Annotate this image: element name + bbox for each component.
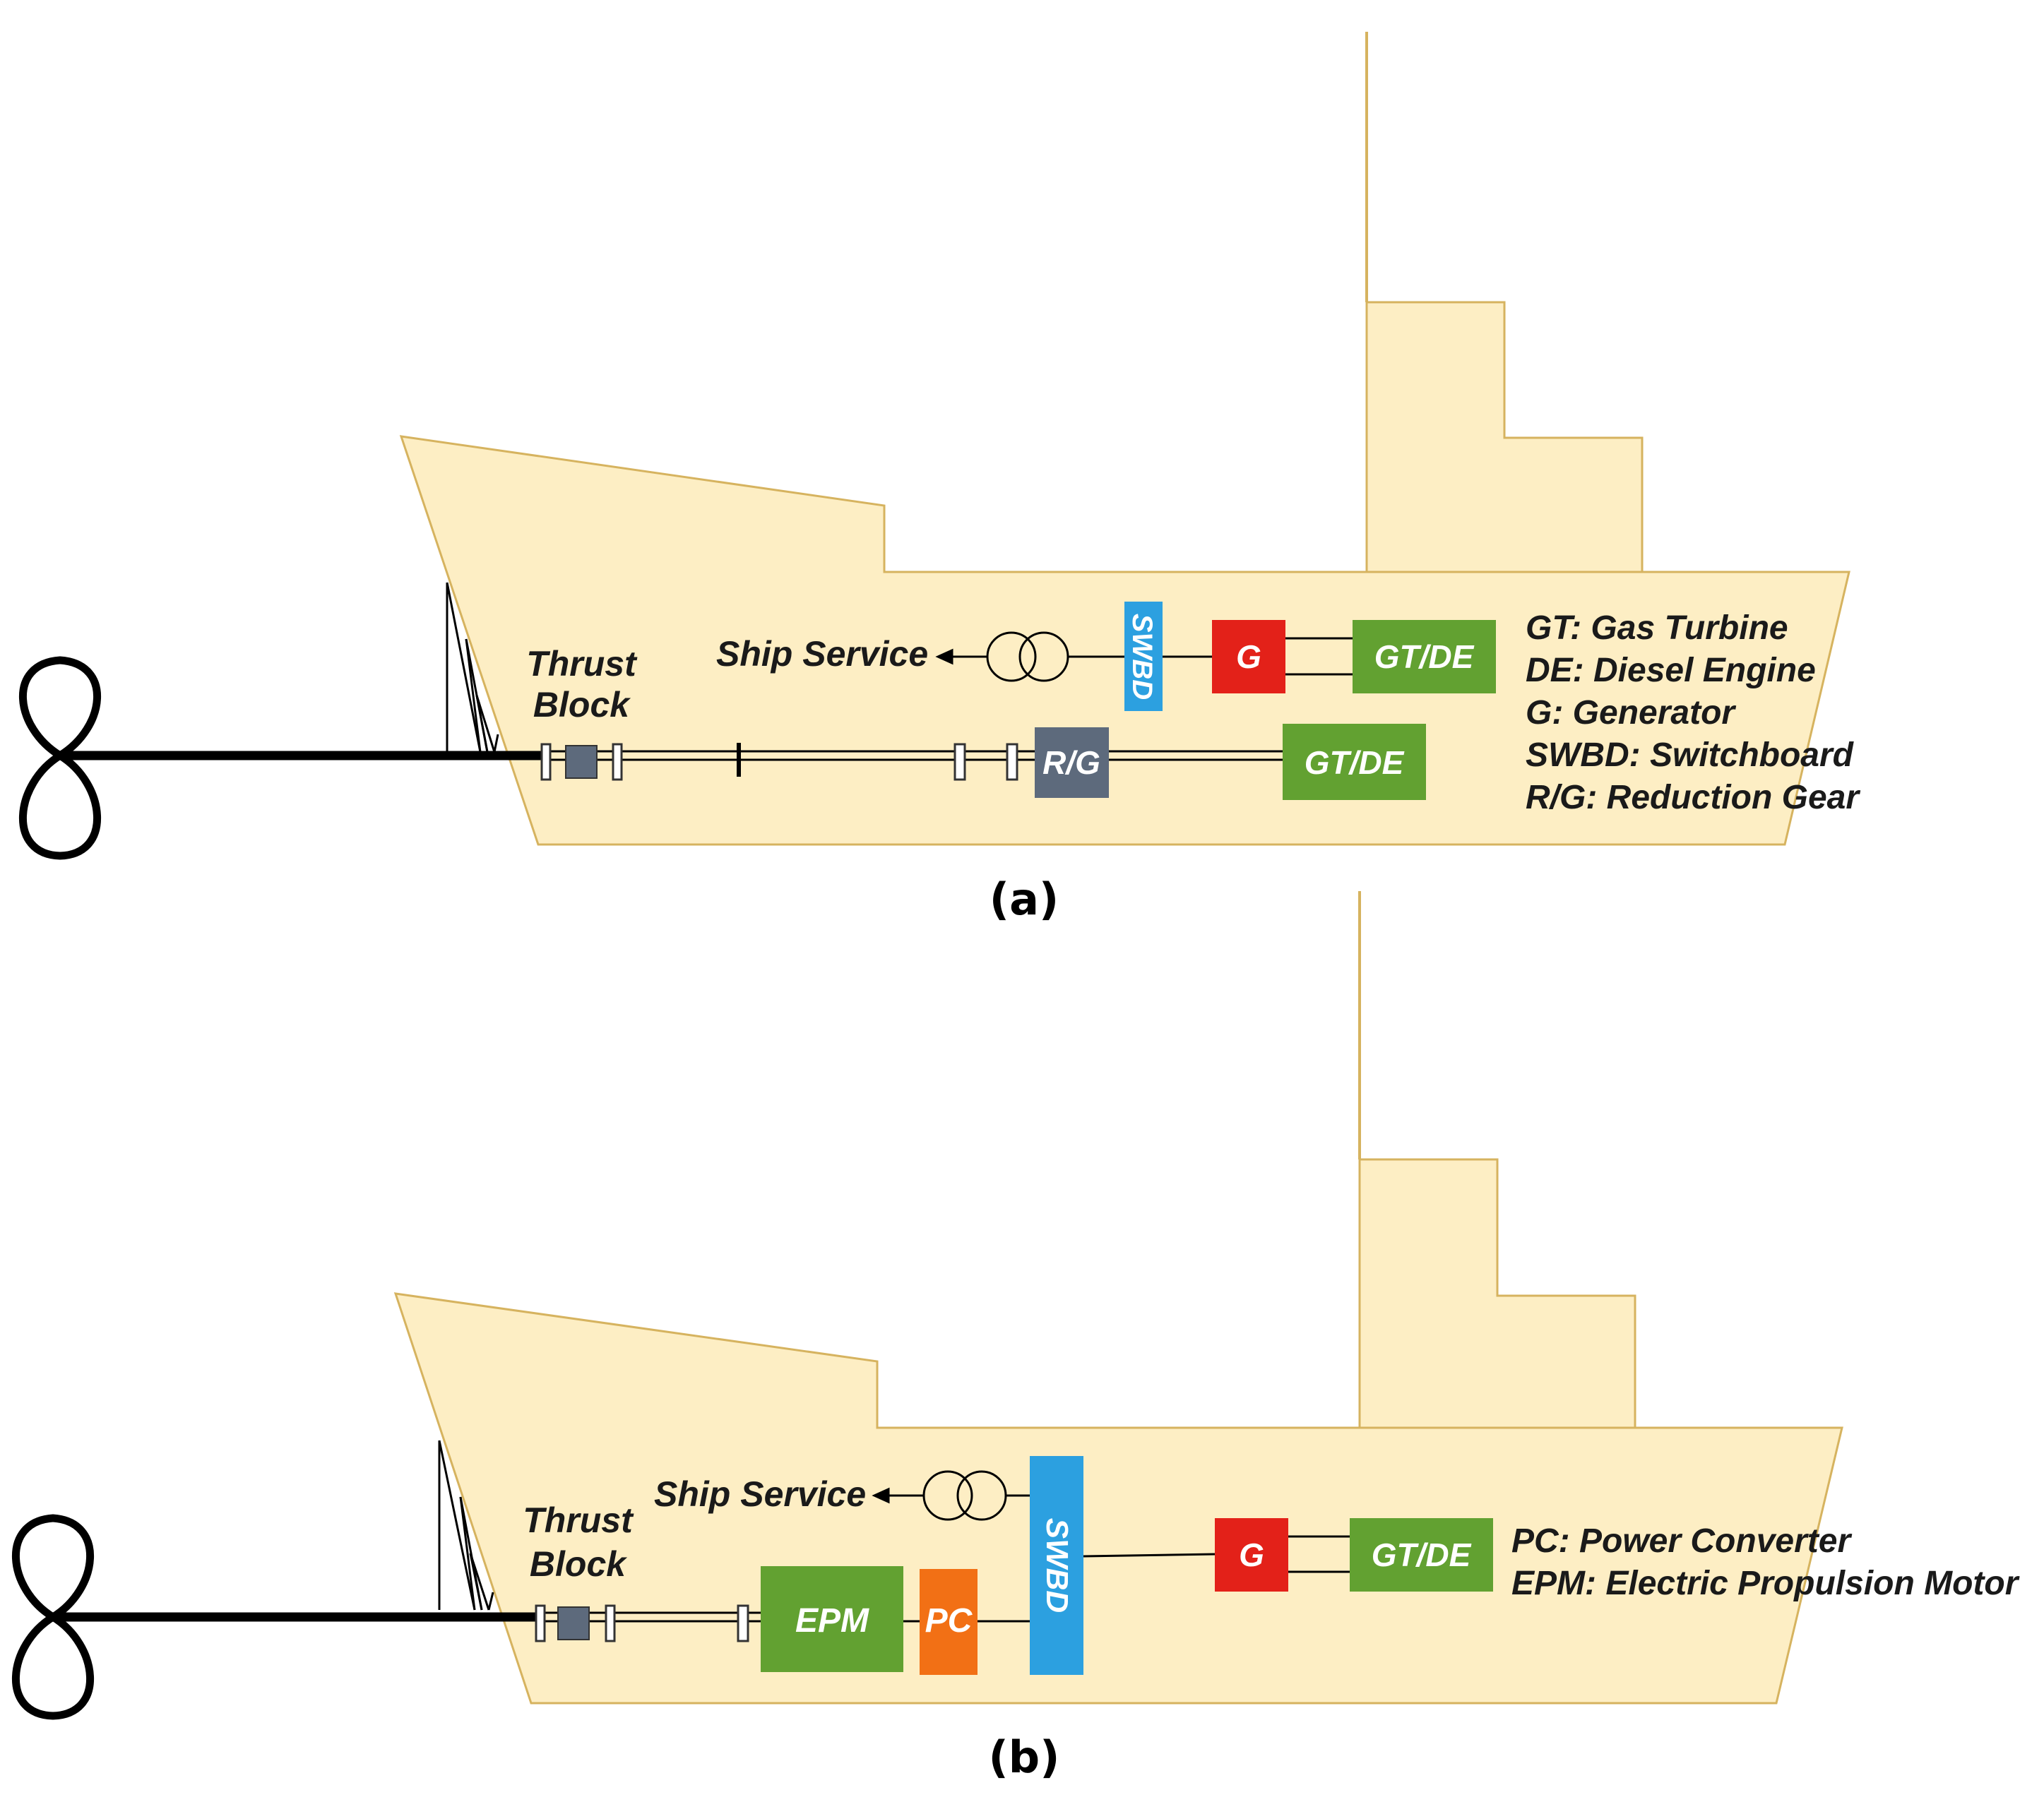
pc-label-b: PC [925,1602,973,1640]
shaft-gen-gtde-a [1285,637,1353,676]
ship-hull-b [393,1292,1843,1705]
thrust-block-a [565,745,598,779]
ship-service-arrow-b [872,1487,924,1504]
superstructure-a [1365,301,1644,573]
reduction-gear-label-a: R/G [1042,744,1100,781]
generator-label-b: G [1239,1536,1264,1573]
legend-a: GT: Gas Turbine DE: Diesel Engine G: Gen… [1526,609,1860,816]
shaft-gen-gtde-b [1288,1535,1350,1573]
bearing-b-1 [535,1604,546,1642]
legend-b-item-1: EPM: Electric Propulsion Motor [1511,1565,2020,1602]
gt-de-bottom-label-a: GT/DE [1305,744,1405,781]
superstructure-b [1358,1158,1636,1429]
legend-a-item-1: DE: Diesel Engine [1526,652,1816,689]
generator-label-a: G [1236,638,1261,675]
thrust-block-label-a-line1: Thrust [526,644,638,684]
generator-box-b [1215,1518,1288,1592]
line-shaft-a [544,750,1285,761]
stern-rudder-a [446,582,499,753]
bearing-a-1 [540,743,552,781]
generator-box-a [1212,620,1285,693]
bearing-b-2 [605,1604,616,1642]
ship-service-arrow-a [935,648,987,665]
transformer-coil-b-1 [922,1470,973,1521]
legend-a-item-2: G: Generator [1526,694,1736,732]
gt-de-top-box-a [1353,620,1496,693]
caption-a: (a) [990,873,1059,925]
switchboard-label-a: SWBD [1127,614,1158,700]
thrust-block-b [557,1606,590,1640]
epm-box-b [761,1566,903,1672]
diagram-b: EPM PC SWBD Ship Service G GT/DE Thrust … [12,891,2020,1783]
gt-de-label-b: GT/DE [1372,1536,1472,1573]
switchboard-box-a [1124,602,1163,711]
thrust-block-label-a-line2: Block [533,685,631,724]
bearing-b-3 [737,1604,749,1642]
legend-a-item-4: R/G: Reduction Gear [1526,779,1860,816]
ship-service-label-a: Ship Service [716,634,928,674]
transformer-coil-a-1 [986,631,1037,682]
legend-b: PC: Power Converter EPM: Electric Propul… [1511,1522,2020,1602]
bearing-a-2 [612,743,623,781]
thrust-block-label-b-line1: Thrust [523,1500,634,1540]
shaft-coupling-a [737,743,741,777]
gt-de-bottom-box-a [1283,724,1426,800]
gt-de-box-b [1350,1518,1493,1592]
ship-service-label-b: Ship Service [654,1474,866,1514]
diagram-a: R/G GT/DE Ship Service SWBD G GT/DE Thru… [19,32,1860,925]
thrust-block-label-b-line2: Block [530,1544,627,1584]
gt-de-top-label-a: GT/DE [1374,638,1475,675]
bearing-a-3 [953,743,966,781]
legend-a-item-3: SWBD: Switchboard [1526,736,1855,774]
epm-label-b: EPM [795,1602,869,1640]
reduction-gear-box-a [1035,727,1109,798]
bearing-a-4 [1006,743,1018,781]
legend-a-item-0: GT: Gas Turbine [1526,609,1788,647]
stern-rudder-b [438,1440,494,1611]
legend-b-item-0: PC: Power Converter [1511,1522,1852,1560]
switchboard-label-b: SWBD [1040,1518,1074,1613]
cable-swbd-gen-b [1083,1553,1216,1558]
switchboard-box-b [1030,1456,1083,1675]
pc-box-b [920,1569,978,1675]
caption-b: (b) [988,1731,1059,1783]
